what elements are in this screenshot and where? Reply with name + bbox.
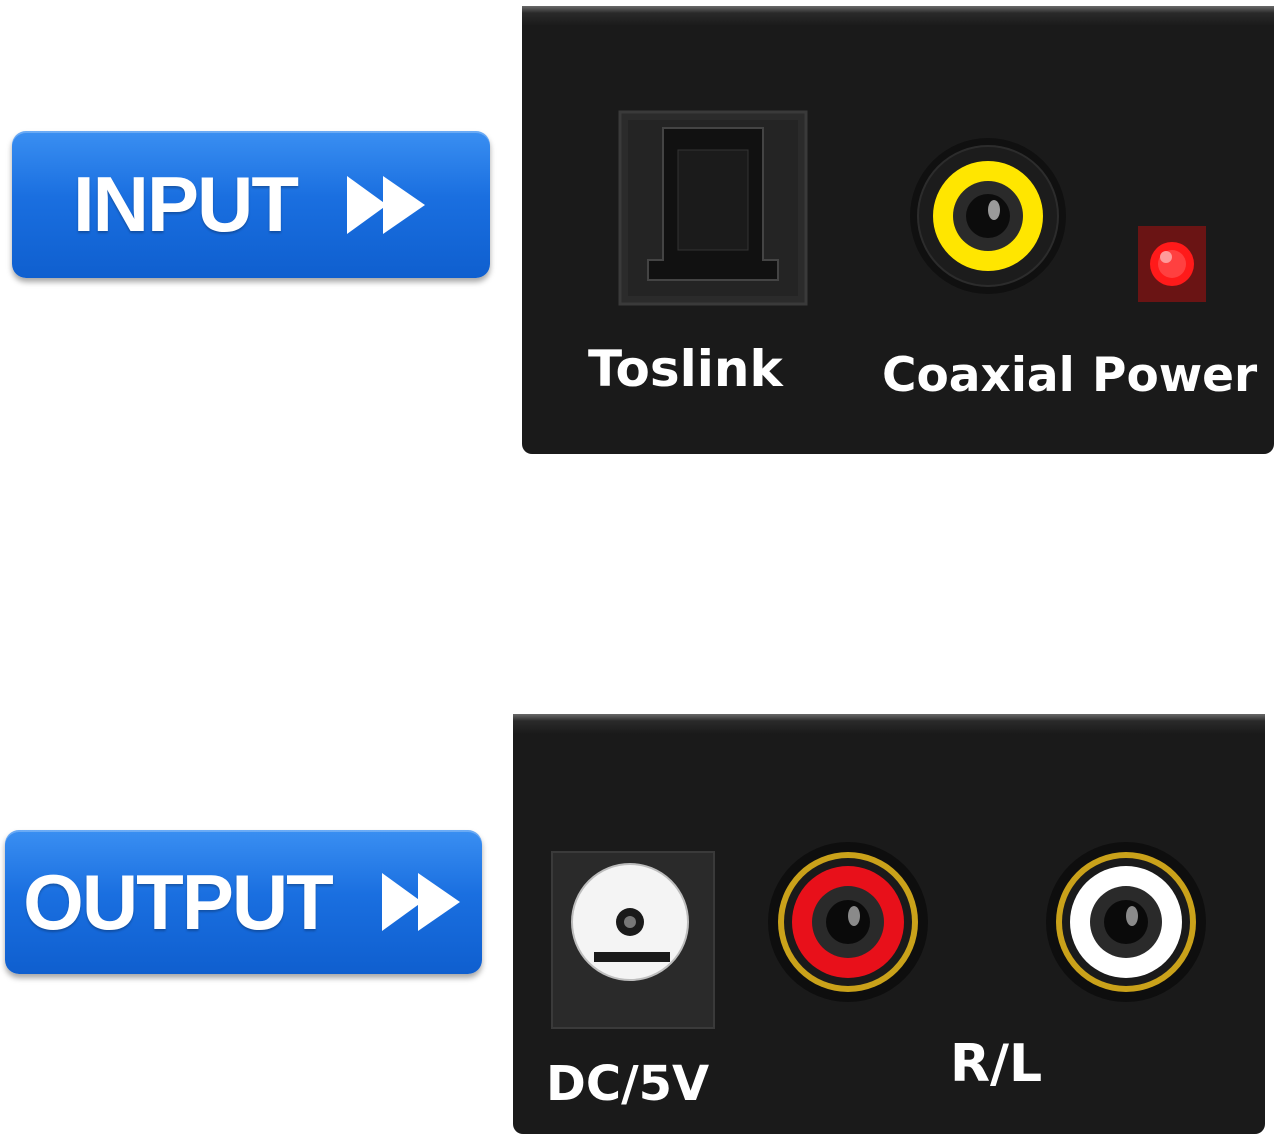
coaxial-label: Coaxial xyxy=(882,348,1075,403)
optical-port-icon xyxy=(618,110,808,306)
fast-forward-icon xyxy=(381,873,460,931)
input-badge: INPUT xyxy=(12,131,490,278)
dc-barrel-jack-icon xyxy=(551,851,715,1029)
led-indicator-icon xyxy=(1138,226,1206,302)
fast-forward-icon xyxy=(347,175,425,234)
rl-label: R/L xyxy=(950,1034,1043,1094)
output-badge-label: OUTPUT xyxy=(23,857,334,946)
rca-jack-icon xyxy=(768,842,928,1002)
output-panel: DC/5V R/L xyxy=(513,714,1265,1134)
input-panel: Toslink Coaxial Power xyxy=(522,6,1274,454)
rca-jack-icon xyxy=(910,138,1066,294)
toslink-label: Toslink xyxy=(588,340,783,398)
input-badge-label: INPUT xyxy=(73,160,299,248)
power-label: Power xyxy=(1092,348,1258,403)
dc-5v-label: DC/5V xyxy=(546,1056,710,1112)
output-badge: OUTPUT xyxy=(5,830,482,974)
rca-jack-icon xyxy=(1046,842,1206,1002)
